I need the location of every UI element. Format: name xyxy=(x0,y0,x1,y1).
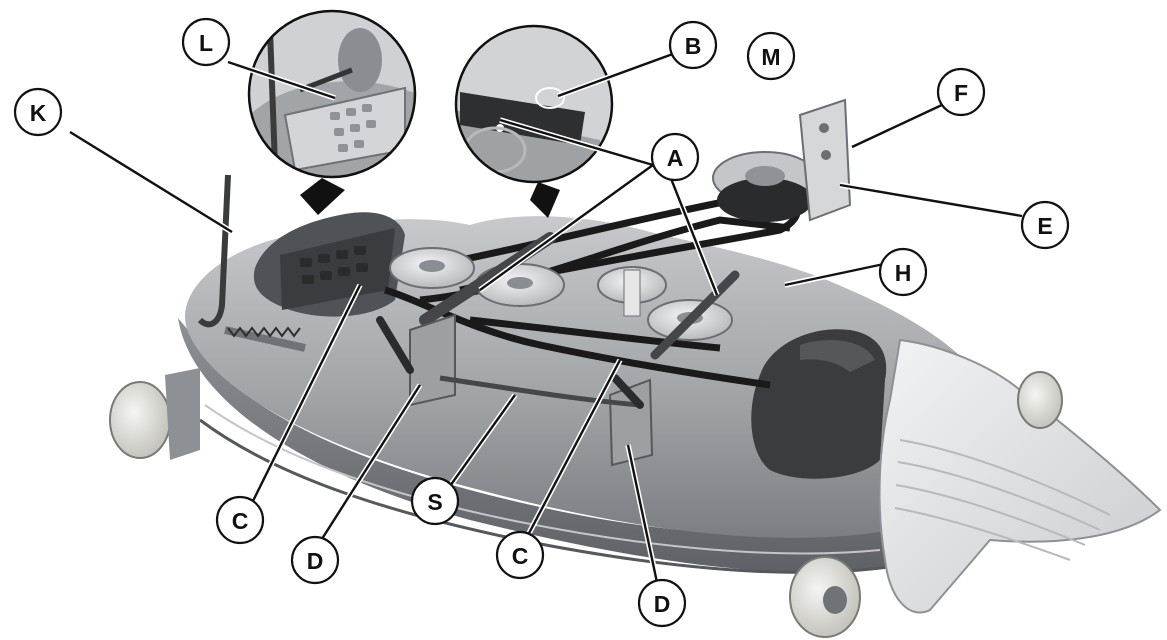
right-belt-shield xyxy=(751,329,887,479)
leader-c2 xyxy=(525,359,622,538)
svg-text:D: D xyxy=(654,591,671,617)
svg-text:A: A xyxy=(667,145,684,171)
callout-d-right: D xyxy=(637,578,687,628)
leader-k xyxy=(69,130,233,234)
link-rod-s xyxy=(439,375,641,408)
spindle-pulleys xyxy=(389,247,733,341)
svg-text:M: M xyxy=(761,44,780,70)
svg-text:E: E xyxy=(1037,213,1052,239)
svg-text:C: C xyxy=(232,508,249,534)
callout-c-left: C xyxy=(215,495,265,545)
callout-k: K xyxy=(13,87,63,137)
deck-rim-highlight xyxy=(204,404,881,555)
right-detail-view xyxy=(454,24,614,218)
callout-b: B xyxy=(668,20,718,70)
svg-text:C: C xyxy=(512,543,529,569)
leader-a2 xyxy=(479,164,654,291)
svg-text:S: S xyxy=(427,489,442,515)
svg-text:K: K xyxy=(30,100,47,126)
leader-a1 xyxy=(499,118,654,167)
leader-s xyxy=(444,394,516,494)
callout-h: H xyxy=(878,247,928,297)
callout-a: A xyxy=(650,132,700,182)
callout-l: L xyxy=(181,17,231,67)
rear-chute-wheel xyxy=(1017,371,1063,429)
svg-text:D: D xyxy=(307,548,324,574)
front-left-wheel xyxy=(109,381,171,459)
svg-text:H: H xyxy=(895,260,912,286)
left-belt-shield xyxy=(253,212,405,317)
svg-text:B: B xyxy=(685,33,702,59)
discharge-chute xyxy=(878,338,1162,614)
leader-b xyxy=(557,49,682,98)
left-detail-view xyxy=(247,9,417,215)
leader-lines xyxy=(68,48,1023,593)
leader-l xyxy=(227,60,336,100)
tension-spring xyxy=(224,326,306,352)
leader-f xyxy=(851,102,945,149)
lift-rod-k xyxy=(197,174,231,328)
leader-a3 xyxy=(668,175,719,296)
leader-h xyxy=(784,262,885,287)
callout-e: E xyxy=(1020,200,1070,250)
leader-c1 xyxy=(248,284,362,508)
svg-text:L: L xyxy=(199,30,213,56)
leader-d2 xyxy=(626,444,661,593)
callout-s: S xyxy=(410,476,460,526)
bracket-f xyxy=(798,98,852,222)
leader-e xyxy=(839,183,1023,218)
leader-d1 xyxy=(318,384,422,543)
callout-m: M xyxy=(746,31,796,81)
svg-text:F: F xyxy=(954,80,968,106)
gearbox-assembly xyxy=(712,98,852,222)
callout-d-left: D xyxy=(290,535,340,585)
callout-c-right: C xyxy=(495,530,545,580)
callouts: K L B M F A E H xyxy=(13,17,1070,628)
deck-wheels xyxy=(109,368,1063,638)
callout-f: F xyxy=(936,67,986,117)
